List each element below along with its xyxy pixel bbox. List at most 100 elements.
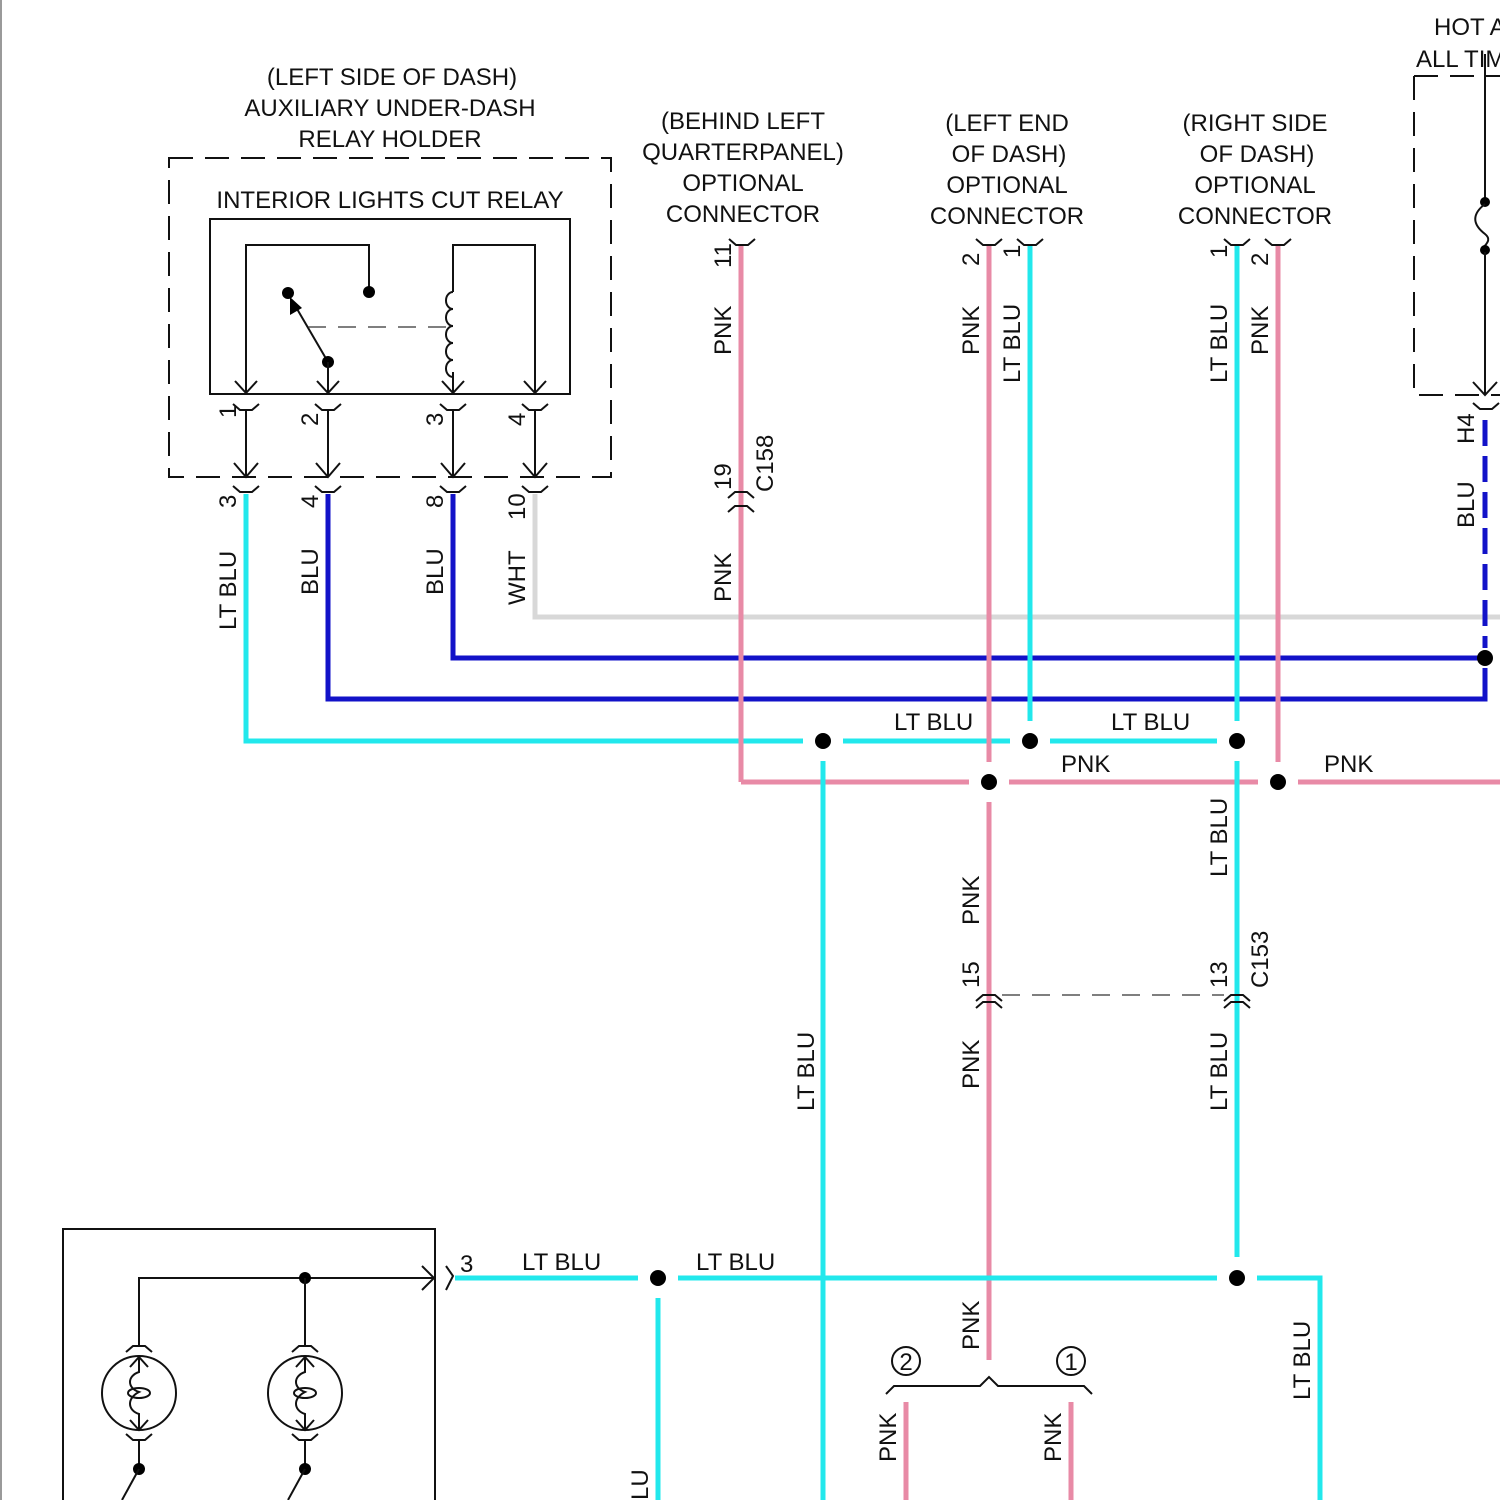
pin-connector-icon: [446, 1266, 453, 1290]
wire-label-blu-pin4: BLU: [297, 548, 324, 595]
bus-label-ltblu-1: LT BLU: [894, 709, 973, 736]
connector-label-line4: CONNECTOR: [1178, 203, 1332, 230]
relay-pin-3: 3: [422, 413, 449, 426]
connector-pin-1: 1: [999, 245, 1026, 258]
lamp-pin-3: 3: [460, 1251, 473, 1278]
wire-label-ltblu-mid: LT BLU: [793, 1032, 820, 1111]
wire-label-pnk: PNK: [1247, 306, 1274, 355]
wire-label-ltblu-right-lower: LT BLU: [1206, 1032, 1233, 1111]
bulb-icon: [268, 1346, 342, 1500]
wire-label-pnk-c158: PNK: [710, 553, 737, 602]
wire-label-ltblu-right-upper: LT BLU: [1206, 798, 1233, 877]
c153-pin-15: 15: [958, 961, 985, 988]
inline-connector-c158: 19 C158 PNK: [710, 435, 779, 602]
splice-dot: [1477, 650, 1493, 666]
bus-label-pnk-2: PNK: [1324, 751, 1373, 778]
connector-left-end-of-dash: (LEFT END OF DASH) OPTIONAL CONNECTOR 2 …: [930, 110, 1084, 383]
connector-label-line1: (RIGHT SIDE: [1183, 110, 1328, 137]
wire-label-ltblu-far-right: LT BLU: [1289, 1321, 1316, 1400]
splice-dot: [1022, 733, 1038, 749]
connector-label-line2: OF DASH): [952, 141, 1067, 168]
relay-name: INTERIOR LIGHTS CUT RELAY: [216, 187, 563, 214]
holder-pin-connectors: [233, 486, 548, 492]
connector-pin-2: 2: [1247, 253, 1274, 266]
branch-label-2: 2: [899, 1349, 912, 1376]
splice-dot: [1229, 733, 1245, 749]
fuse-icon: [1475, 204, 1488, 250]
relay-pin-2: 2: [297, 413, 324, 426]
lamp-box-outline: [63, 1229, 435, 1500]
wire-wht: [535, 494, 1500, 617]
connector-label-line4: CONNECTOR: [666, 201, 820, 228]
relay-holder-name-line2: RELAY HOLDER: [298, 126, 481, 153]
wire-label-ltblu-lamp: LT BLU: [522, 1249, 601, 1276]
splice-dot: [815, 733, 831, 749]
connector-pin-1: 1: [1206, 245, 1233, 258]
vertical-wire-labels: PNK LT BLU PNK LT BLU LT BLU PNK PNK PNK…: [627, 798, 1316, 1500]
relay-switch: [246, 245, 447, 392]
c158-name: C158: [752, 435, 779, 492]
splice-dot: [1270, 774, 1286, 790]
connector-label-line3: OPTIONAL: [1194, 172, 1315, 199]
wire-label-pnk: PNK: [710, 306, 737, 355]
relay-coil: [446, 245, 535, 392]
holder-pin-3: 3: [215, 495, 242, 508]
hot-pin-h4: H4: [1453, 413, 1480, 444]
connector-pin-2: 2: [958, 253, 985, 266]
connector-pin-11: 11: [710, 243, 737, 268]
switch-arrow-icon: [290, 297, 302, 315]
holder-pin-4: 4: [297, 495, 324, 508]
holder-pin-8: 8: [422, 495, 449, 508]
relay-switch-arm: [293, 302, 328, 362]
relay-pin-1: 1: [215, 405, 242, 418]
relay-holder-location: (LEFT SIDE OF DASH): [267, 64, 517, 91]
c153-name: C153: [1247, 931, 1274, 988]
hot-at-all-times-box: HOT A ALL TIM H4 BLU: [1414, 14, 1500, 528]
hot-label-line2: ALL TIM: [1416, 46, 1500, 73]
wire-label-pnk-lower: PNK: [958, 1040, 985, 1089]
connector-right-side-of-dash: (RIGHT SIDE OF DASH) OPTIONAL CONNECTOR …: [1178, 110, 1332, 383]
c158-pin: 19: [710, 463, 737, 490]
wire-label-pnk-splice: PNK: [958, 1301, 985, 1350]
wire-label-pnk-branch-2: PNK: [875, 1413, 902, 1462]
connector-label-line1: (LEFT END: [945, 110, 1069, 137]
connector-label-line1: (BEHIND LEFT: [661, 108, 825, 135]
c153-pin-13: 13: [1206, 961, 1233, 988]
bus-label-ltblu-2: LT BLU: [1111, 709, 1190, 736]
splices: [650, 650, 1493, 1286]
wire-label-pnk: PNK: [958, 306, 985, 355]
bulb-icon: [102, 1346, 176, 1500]
bus-label-pnk-1: PNK: [1061, 751, 1110, 778]
wire-label-ltblu-bottom: LT BLU: [696, 1249, 775, 1276]
inline-connector-c153: 15 13 C153: [958, 931, 1274, 1008]
wire-label-ltblu-bottom-partial: LU: [627, 1469, 654, 1500]
hot-label-line1: HOT A: [1434, 14, 1500, 41]
relay-pin-4: 4: [504, 413, 531, 426]
relay-wire-labels: LT BLU BLU BLU WHT: [215, 548, 531, 630]
relay-pin-arrows: [235, 381, 546, 393]
relay-contact-nc: [282, 287, 294, 299]
connector-label-line3: OPTIONAL: [682, 170, 803, 197]
connector-label-line4: CONNECTOR: [930, 203, 1084, 230]
coil-icon: [446, 292, 453, 377]
wire-label-wht-pin10: WHT: [504, 550, 531, 605]
lamp-common-line: [139, 1278, 435, 1346]
wire-label-ltblu: LT BLU: [1206, 304, 1233, 383]
wire-label-ltblu-pin3: LT BLU: [215, 551, 242, 630]
relay-holder: (LEFT SIDE OF DASH) AUXILIARY UNDER-DASH…: [169, 64, 611, 520]
wire-label-pnk-mid: PNK: [958, 876, 985, 925]
connector-label-line3: OPTIONAL: [946, 172, 1067, 199]
wire-blu-pin4: [328, 494, 1485, 699]
wire-blu-pin8: [453, 494, 1478, 658]
relay-contact-fixed: [363, 286, 375, 298]
lamp-assembly: 3 LT BLU LT BLU: [63, 1229, 775, 1500]
wire-label-pnk-branch-1: PNK: [1040, 1413, 1067, 1462]
branch-label-1: 1: [1064, 1349, 1077, 1376]
relay-pin-connectors: [233, 404, 548, 477]
connector-label-line2: OF DASH): [1200, 141, 1315, 168]
splice-dot: [650, 1270, 666, 1286]
relay-holder-name-line1: AUXILIARY UNDER-DASH: [244, 95, 535, 122]
holder-pin-10: 10: [504, 493, 531, 520]
bracket-icon: [886, 1377, 1092, 1394]
